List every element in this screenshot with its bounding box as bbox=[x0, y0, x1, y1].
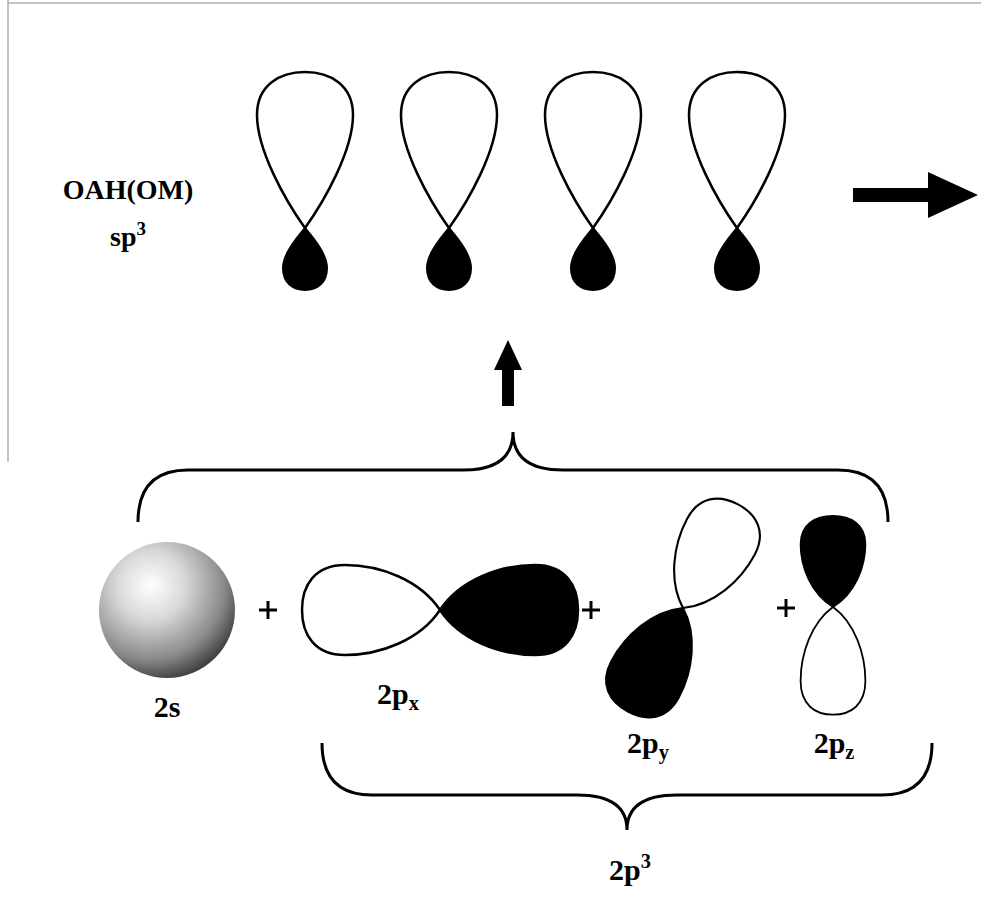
p-orbital bbox=[594, 486, 772, 729]
right-arrow bbox=[853, 172, 978, 218]
orbital-label: 2py bbox=[627, 726, 669, 764]
orbital-type-label: OAH(OM) bbox=[63, 175, 194, 206]
up-arrow bbox=[494, 340, 522, 406]
orbital-group-label: 2p3 bbox=[609, 850, 651, 885]
hybrid-label: sp3 bbox=[110, 219, 146, 252]
p-orbital bbox=[801, 516, 866, 715]
sp3-hybrid-orbital bbox=[257, 72, 785, 290]
orbital-label: 2pz bbox=[814, 726, 855, 764]
p-orbital bbox=[302, 565, 578, 655]
s-orbital bbox=[99, 542, 235, 678]
orbital-label: 2s bbox=[154, 690, 181, 723]
orbital-label: 2px bbox=[377, 677, 419, 715]
curly-brace bbox=[138, 432, 888, 522]
frame-line bbox=[8, 0, 981, 462]
